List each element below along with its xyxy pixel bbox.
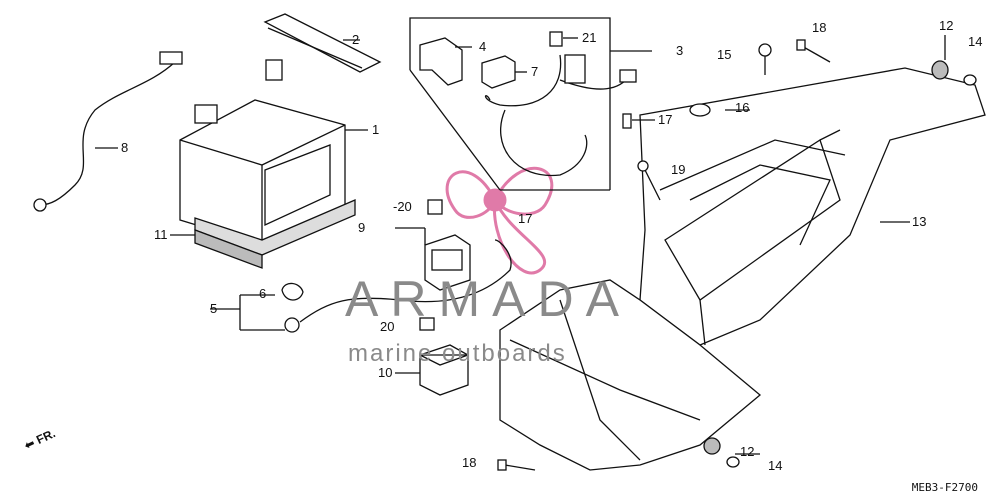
callout-9: 9 [358,220,366,235]
callout-1: 1 [372,122,380,137]
callout-20-bottom: 20 [380,319,395,334]
callout-6: 6 [259,286,267,301]
callout-17-top: 17 [658,112,673,127]
callout-8: 8 [121,140,129,155]
battery-band [263,13,382,73]
callout-3: 3 [676,43,684,58]
fuse [549,31,563,47]
callout-21: 21 [582,30,597,45]
callout-18-top: 18 [812,20,827,35]
callout-15: 15 [717,47,732,62]
callout-10: 10 [378,365,393,380]
callout-14-top: 14 [968,34,983,49]
callout-16: 16 [735,100,750,115]
rear-fender [499,279,762,471]
callout-19: 19 [671,162,686,177]
starter-relay [424,234,471,291]
battery-mat [194,199,356,269]
callout-14-bottom: 14 [768,458,783,473]
fuse-cover [419,37,463,86]
battery-cable [39,61,176,206]
callout-20-top: -20 [393,199,412,214]
callout-7: 7 [531,64,539,79]
battery-tray [639,67,986,346]
grommet-16 [689,103,711,117]
relay-case [419,344,469,396]
callout-4: 4 [479,39,487,54]
callout-17-mid: 17 [518,211,533,226]
callout-12-bottom: 12 [740,444,755,459]
callout-12-top: 12 [939,18,954,33]
terminal-cap [281,282,304,301]
harness-box [409,17,611,190]
diagram-code: MEB3-F2700 [911,481,978,494]
watermark-subtitle: marine outboards [348,340,567,367]
callout-18-bottom: 18 [462,455,477,470]
bolt-15 [758,43,772,57]
propeller-logo [445,166,554,275]
callout-13: 13 [912,214,927,229]
ground-cable [299,239,512,323]
callout-5: 5 [210,301,218,316]
relay-block [481,55,516,89]
callout-2: 2 [352,32,360,47]
battery [179,59,346,246]
watermark-title: ARMADA [345,271,631,327]
callout-11: 11 [154,227,168,242]
